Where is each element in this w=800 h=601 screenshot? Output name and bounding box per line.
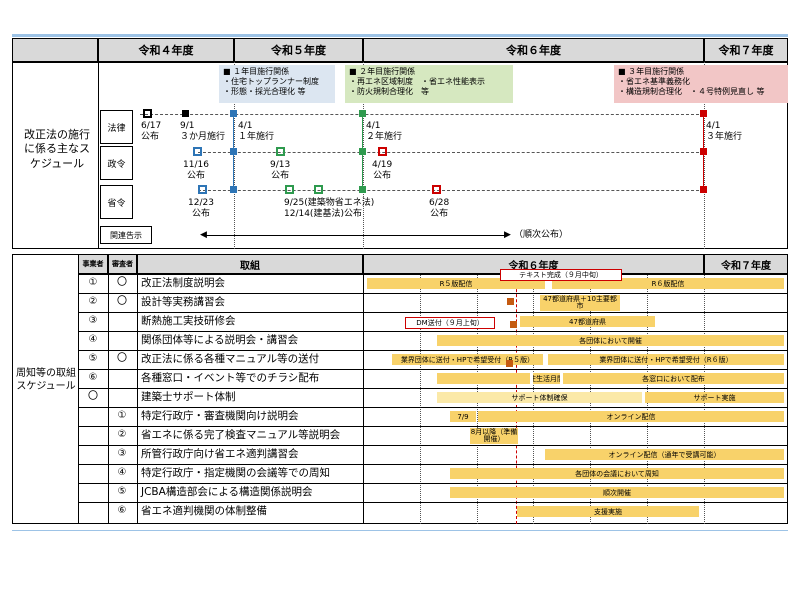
row-initiative-label: 各種窓口・イベント等でのチラシ配布 [141,372,320,384]
schedule-bar: 住生活月間 [533,373,560,384]
row-initiative-label: JCBA構造部会による構造関係説明会 [141,486,313,498]
row-marker: ④ [117,467,127,478]
header-blank [12,38,98,62]
callout-dm-sent: DM送付（９月上旬） [405,317,495,329]
year-r4: 令和４年度 [98,38,234,62]
row-law: 法律 [100,110,133,144]
row-marker: 〇 [117,353,127,364]
row-marker: ⑤ [117,486,127,497]
row-number: ② [88,296,98,307]
row-marker: ① [117,410,127,421]
row-number: ⑥ [88,372,98,383]
ministry-label-0925: 9/25(建築物省エネ法)12/14(建基法)公布 [284,198,375,219]
law-section [12,62,788,249]
schedule-bar: サポート実施 [645,392,784,403]
law-section-title: 改正法の施行に係る主なスケジュール [24,128,90,170]
schedule-bar: 支援実施 [517,506,699,517]
notice-label: （順次公布） [514,230,569,240]
cabinet-marker-0913 [276,147,285,156]
schedule-bar: 業界団体に送付・HPで希望受付（R５版） [392,354,543,365]
callout-text-complete: テキスト完成（９月中旬） [500,269,622,281]
cabinet-marker-1116 [193,147,202,156]
row-initiative-label: 改正法に係る各種マニュアル等の送付 [141,353,320,365]
row-number: ③ [88,315,98,326]
row-marker: 〇 [117,277,127,288]
law-marker-0401-a [230,110,237,117]
cabinet-marker-0419 [378,147,387,156]
marker-manual-sent [506,360,513,367]
row-marker: ⑥ [117,505,127,516]
schedule-bar: オンライン配信 [478,411,784,422]
schedule-bar: 各団体において開催 [437,335,784,346]
note-phase3: ■ ３年目施行関係・省エネ基準義務化・構造規制合理化 ・４号特例見直し 等 [614,65,788,103]
row-cabinet-order: 政令 [100,146,133,180]
schedule-bar: R６版配信 [552,278,784,289]
row-marker: 〇 [117,296,127,307]
row-initiative-label: 断熱施工実技研修会 [141,315,236,327]
marker-dm-sent [510,321,517,328]
schedule-bar: 47都道府県＋10主要都市 [540,295,620,311]
row-number: ④ [88,334,98,345]
col-operator: 事業者 [78,254,108,274]
col-initiatives: 取組 [137,254,363,274]
row-initiative-label: 設計等実務講習会 [141,296,225,308]
row-ministry-order: 省令 [100,185,133,219]
row-initiative-label: 特定行政庁・指定機関の会議等での周知 [141,467,330,479]
schedule-bar: 業界団体に送付・HPで希望受付（R６版） [548,354,784,365]
schedule-bar: サポート体制確保 [437,392,642,403]
ministry-marker-0628 [432,185,441,194]
row-initiative-label: 所管行政庁向け省エネ適判講習会 [141,448,299,460]
row-marker: ③ [117,448,127,459]
schedule-bar: R５版配信 [367,278,545,289]
year-r5: 令和５年度 [234,38,363,62]
note-phase1: ■ １年目施行関係・住宅トップランナー制度・形態・採光合理化 等 [219,65,335,103]
marker-text-complete [507,298,514,305]
year-r7: 令和７年度 [704,38,788,62]
col-r7: 令和７年度 [704,254,788,274]
row-initiative-label: 関係団体等による説明会・講習会 [141,334,299,346]
row-number: 〇 [88,391,98,402]
row-number: ① [88,277,98,288]
schedule-bar: 7/9 [450,411,476,422]
schedule-bar: オンライン配信（通年で受講可能） [545,449,784,460]
top-accent [12,34,788,37]
schedule-bar: 47都道府県 [520,316,655,327]
law-marker-0901 [182,110,189,117]
schedule-bar: 各団体の会議において周知 [450,468,784,479]
row-initiative-label: 改正法制度説明会 [141,277,225,289]
col-reviewer: 審査者 [108,254,137,274]
row-marker: ② [117,429,127,440]
row-notice: 関連告示 [100,226,152,244]
row-initiative-label: 建築士サポート体制 [141,391,236,403]
law-marker-0617 [143,109,152,118]
law-marker-0401-c [700,110,707,117]
notice-arrow [205,235,508,236]
schedule-bar: 8月以降（準備開催） [470,428,518,444]
year-r6: 令和６年度 [363,38,704,62]
law-marker-0401-b [359,110,366,117]
schedule-bar: 各窓口において配布 [563,373,784,384]
row-initiative-label: 省エネ適判機関の体制整備 [141,505,267,517]
row-initiative-label: 省エネに係る完了検査マニュアル等説明会 [141,429,341,441]
awareness-section-title: 周知等の取組スケジュール [16,368,76,392]
schedule-bar: 順次開催 [450,487,784,498]
ministry-marker-0925 [285,185,294,194]
note-phase2: ■ ２年目施行関係・再エネ区域制度 ・省エネ性能表示・防火規制合理化 等 [345,65,513,103]
schedule-bar [437,373,530,384]
ministry-marker-1214 [314,185,323,194]
row-initiative-label: 特定行政庁・審査機関向け説明会 [141,410,299,422]
ministry-marker-1223 [198,185,207,194]
row-number: ⑤ [88,353,98,364]
